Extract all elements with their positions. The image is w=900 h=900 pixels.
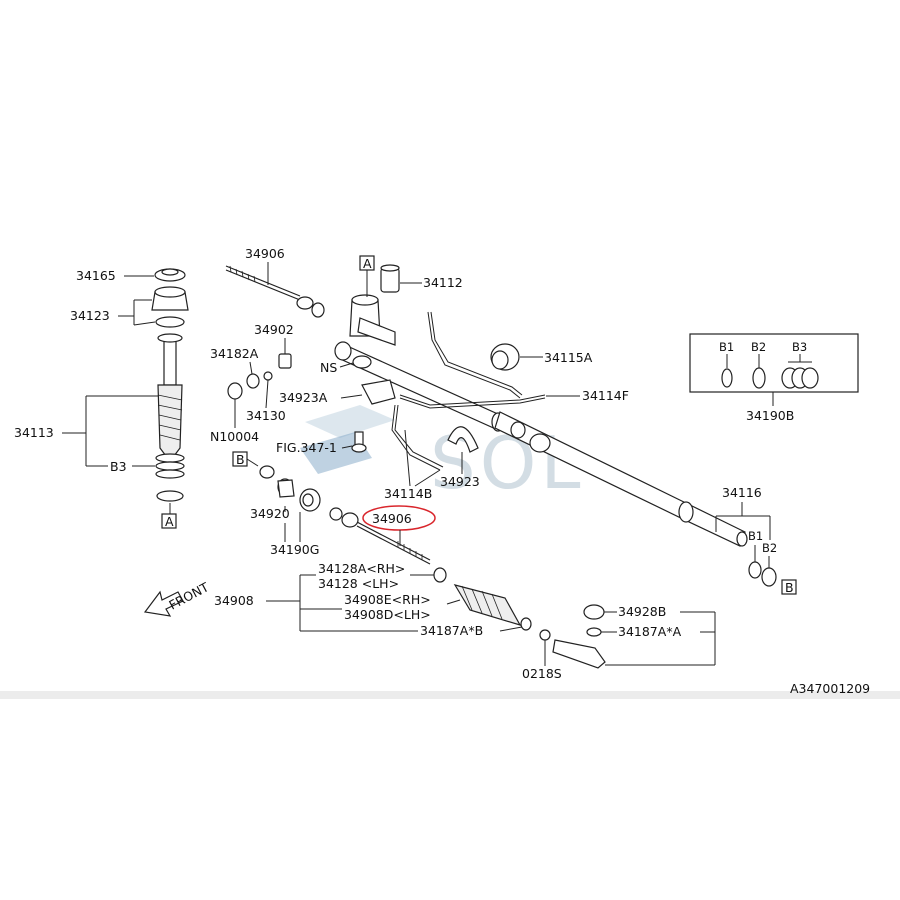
- label-34920: 34920: [250, 506, 290, 521]
- label-34906-top: 34906: [245, 246, 285, 261]
- pinion-assembly: [151, 268, 189, 502]
- label-34182A: 34182A: [210, 346, 259, 361]
- label-34187A-A: 34187A*A: [618, 624, 682, 639]
- label-34908E-RH: 34908E<RH>: [344, 592, 431, 607]
- label-34190G: 34190G: [270, 542, 319, 557]
- label-34928B: 34928B: [618, 604, 666, 619]
- label-N10004: N10004: [210, 429, 259, 444]
- watermark: SOL: [300, 405, 581, 505]
- label-B3: B3: [110, 459, 127, 474]
- figure-code: A347001209: [790, 681, 870, 696]
- inset-label-B2: B2: [751, 340, 766, 354]
- label-34923A: 34923A: [279, 390, 328, 405]
- front-arrow: FRONT: [143, 579, 211, 617]
- label-FIG-347-1: FIG.347-1: [276, 440, 337, 455]
- marker-A-top: A: [359, 255, 375, 297]
- label-34187A-B: 34187A*B: [420, 623, 483, 638]
- label-34128A-RH: 34128A<RH>: [318, 561, 405, 576]
- label-34908D-LH: 34908D<LH>: [344, 607, 431, 622]
- label-34902: 34902: [254, 322, 294, 337]
- label-34115A: 34115A: [544, 350, 593, 365]
- label-34114B: 34114B: [384, 486, 432, 501]
- seal-parts-34920: [259, 465, 321, 512]
- label-34165: 34165: [76, 268, 116, 283]
- ring-set-inset: B1 B2 B3: [689, 333, 859, 406]
- marker-A-left: A: [161, 503, 177, 529]
- label-34923: 34923: [440, 474, 480, 489]
- front-label: FRONT: [166, 579, 211, 612]
- label-0218S: 0218S: [522, 666, 562, 681]
- boot-assembly: [433, 567, 551, 641]
- label-34114F: 34114F: [582, 388, 629, 403]
- svg-text:B: B: [785, 580, 794, 595]
- tie-rod-end: [552, 604, 606, 669]
- svg-text:A: A: [363, 256, 372, 271]
- hydraulic-pipes: [391, 311, 546, 471]
- rack-housing: [334, 264, 505, 453]
- label-34130: 34130: [246, 408, 286, 423]
- clamp-34923: [447, 426, 479, 453]
- rings-right: [748, 545, 777, 587]
- highlight-ellipse: [362, 505, 436, 531]
- bottom-separator: [0, 691, 900, 699]
- label-34190B: 34190B: [746, 408, 794, 423]
- svg-text:A: A: [165, 514, 174, 529]
- label-B2-right: B2: [762, 541, 777, 555]
- bushing-34115A: [490, 343, 551, 453]
- inset-label-B1: B1: [719, 340, 734, 354]
- tie-rod-lower: [329, 507, 431, 565]
- small-parts-left: [227, 353, 292, 400]
- label-34906-highlighted: 34906: [372, 511, 412, 526]
- label-34123: 34123: [70, 308, 110, 323]
- label-B1-right: B1: [748, 529, 763, 543]
- tie-rod-upper: [225, 265, 325, 318]
- label-34112: 34112: [423, 275, 463, 290]
- label-34128-LH: 34128 <LH>: [318, 576, 399, 591]
- label-34908: 34908: [214, 593, 254, 608]
- label-NS: NS: [320, 360, 337, 375]
- label-34113: 34113: [14, 425, 54, 440]
- label-34116: 34116: [722, 485, 762, 500]
- svg-text:B: B: [236, 452, 245, 467]
- marker-B-left: B: [232, 451, 259, 467]
- inset-label-B3: B3: [792, 340, 807, 354]
- marker-B-right: B: [781, 579, 797, 595]
